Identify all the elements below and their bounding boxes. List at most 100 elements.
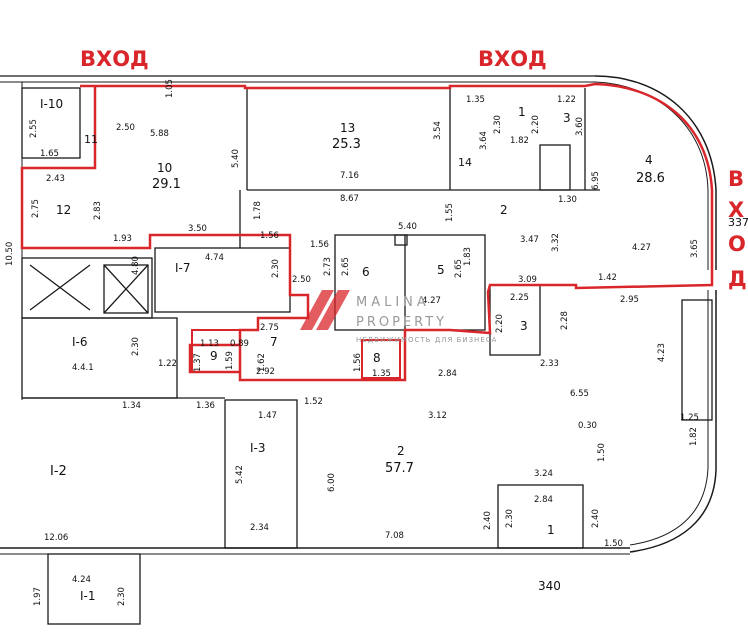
dim-label: 1.56 <box>353 353 363 372</box>
dim-label: 2.34 <box>250 523 269 533</box>
room-i2-label: I-2 <box>50 464 67 479</box>
entrance-label-side-4: Д <box>728 267 747 291</box>
dim-label: 7.16 <box>340 171 359 181</box>
dim-label: 1.13 <box>200 339 219 349</box>
room-9-outline <box>191 329 241 373</box>
dim-label: 2.84 <box>534 495 553 505</box>
dim-label: 2.43 <box>46 174 65 184</box>
dim-label: 5.42 <box>235 465 245 484</box>
dim-label: 2.95 <box>620 295 639 305</box>
dim-label: 2.84 <box>438 369 457 379</box>
room-i7-label: I-7 <box>175 261 191 275</box>
dim-label: 4.74 <box>205 253 224 263</box>
dim-label: 2.73 <box>323 257 333 276</box>
dim-label: 1.59 <box>225 351 235 370</box>
dim-label: 3.24 <box>534 469 553 479</box>
axis-number-340: 340 <box>538 579 561 593</box>
dim-label: 6.55 <box>570 389 589 399</box>
dim-label: 2.75 <box>31 199 41 218</box>
dim-label: 1.22 <box>158 359 177 369</box>
dim-label: 1.30 <box>558 195 577 205</box>
dim-label: 2.33 <box>540 359 559 369</box>
dim-label: 4.80 <box>131 256 141 275</box>
room-i1-label: I-1 <box>80 589 96 603</box>
room-10-number: 10 <box>157 161 172 175</box>
dim-label: 5.40 <box>231 149 241 168</box>
dim-label: 2.50 <box>292 275 311 285</box>
dim-label: 3.54 <box>433 121 443 140</box>
dimension-labels: 2.50 5.88 1.05 2.55 1.65 2.43 2.75 2.83 … <box>5 79 700 606</box>
dim-label: 2.30 <box>131 337 141 356</box>
dim-label: 2.30 <box>117 587 127 606</box>
room-6-number: 6 <box>362 265 370 279</box>
dim-label: 0.89 <box>230 339 249 349</box>
room-1-bottom-number: 1 <box>547 523 555 537</box>
dim-label: 4.23 <box>657 343 667 362</box>
dim-label: 3.12 <box>428 411 447 421</box>
dim-label: 1.50 <box>597 443 607 462</box>
dim-label: 2.65 <box>454 259 464 278</box>
dim-label: 1.25 <box>680 413 699 423</box>
dim-label: 2.40 <box>591 509 601 528</box>
exterior-walls <box>0 75 717 555</box>
watermark-tagline: НЕДВИЖИМОСТЬ ДЛЯ БИЗНЕСА <box>356 336 497 344</box>
watermark-logo-icon <box>300 290 350 330</box>
room-11-number: 11 <box>84 133 98 146</box>
entrance-label-side-2: Х <box>728 198 744 222</box>
entrance-label-side-1: В <box>728 167 744 191</box>
dim-label: 2.50 <box>116 123 135 133</box>
room-i3-label: I-3 <box>250 441 266 455</box>
room-4-number: 4 <box>645 153 653 167</box>
dim-label: 3.50 <box>188 224 207 234</box>
dim-label: 1.56 <box>310 240 329 250</box>
dim-label: 2.55 <box>29 119 39 138</box>
dim-label: 1.78 <box>253 201 263 220</box>
dim-label: 1.50 <box>604 539 623 549</box>
room-3-top-number: 3 <box>563 111 571 125</box>
dim-label: 8.67 <box>340 194 359 204</box>
room-8-number: 8 <box>373 351 381 365</box>
dim-label: 1.37 <box>193 353 203 372</box>
dim-label: 2.83 <box>93 201 103 220</box>
leased-area-outline <box>20 82 714 382</box>
room-13-number: 13 <box>340 121 355 135</box>
dim-label: 10.50 <box>5 242 15 266</box>
room-5-number: 5 <box>437 263 445 277</box>
dim-label: 2.30 <box>493 115 503 134</box>
dim-label: 1.82 <box>510 136 529 146</box>
dim-label: 1.52 <box>304 397 323 407</box>
room-14-number: 14 <box>458 156 472 169</box>
dim-label: 2.40 <box>483 511 493 530</box>
dim-label: 3.09 <box>518 275 537 285</box>
dim-label: 2.92 <box>256 367 275 377</box>
room-labels: 10 29.1 13 25.3 4 28.6 2 57.7 1 1 12 11 … <box>40 97 665 603</box>
dim-label: 3.47 <box>520 235 539 245</box>
dim-label: 12.06 <box>44 533 68 543</box>
dim-label: 1.65 <box>40 149 59 159</box>
dim-label: 2.30 <box>271 259 281 278</box>
watermark: MALINA PROPERTY НЕДВИЖИМОСТЬ ДЛЯ БИЗНЕСА <box>300 290 497 344</box>
dim-label: 1.47 <box>258 411 277 421</box>
dim-label: 1.62 <box>257 353 267 372</box>
dim-label: 1.42 <box>598 273 617 283</box>
room-9-number: 9 <box>210 349 218 363</box>
room-i10-label: I-10 <box>40 97 63 111</box>
axis-numbers: 340 337 <box>538 216 748 593</box>
watermark-brand-line2: PROPERTY <box>356 315 447 330</box>
dim-label: 3.60 <box>575 117 585 136</box>
dim-label: 6.00 <box>327 473 337 492</box>
entrance-label-right: ВХОД <box>478 47 547 71</box>
room-7-number: 7 <box>270 335 278 349</box>
dim-label: 1.82 <box>689 427 699 446</box>
room-12-number: 12 <box>56 203 71 217</box>
dim-label: 4.24 <box>72 575 91 585</box>
dim-label: 4.4.1 <box>72 363 94 373</box>
dim-label: 2.25 <box>510 293 529 303</box>
dim-label: 1.93 <box>113 234 132 244</box>
dim-label: 4.27 <box>632 243 651 253</box>
dim-label: 2.30 <box>505 509 515 528</box>
entrance-label-side-3: О <box>728 232 746 256</box>
dim-label: 1.35 <box>466 95 485 105</box>
watermark-brand-line1: MALINA <box>356 295 430 310</box>
